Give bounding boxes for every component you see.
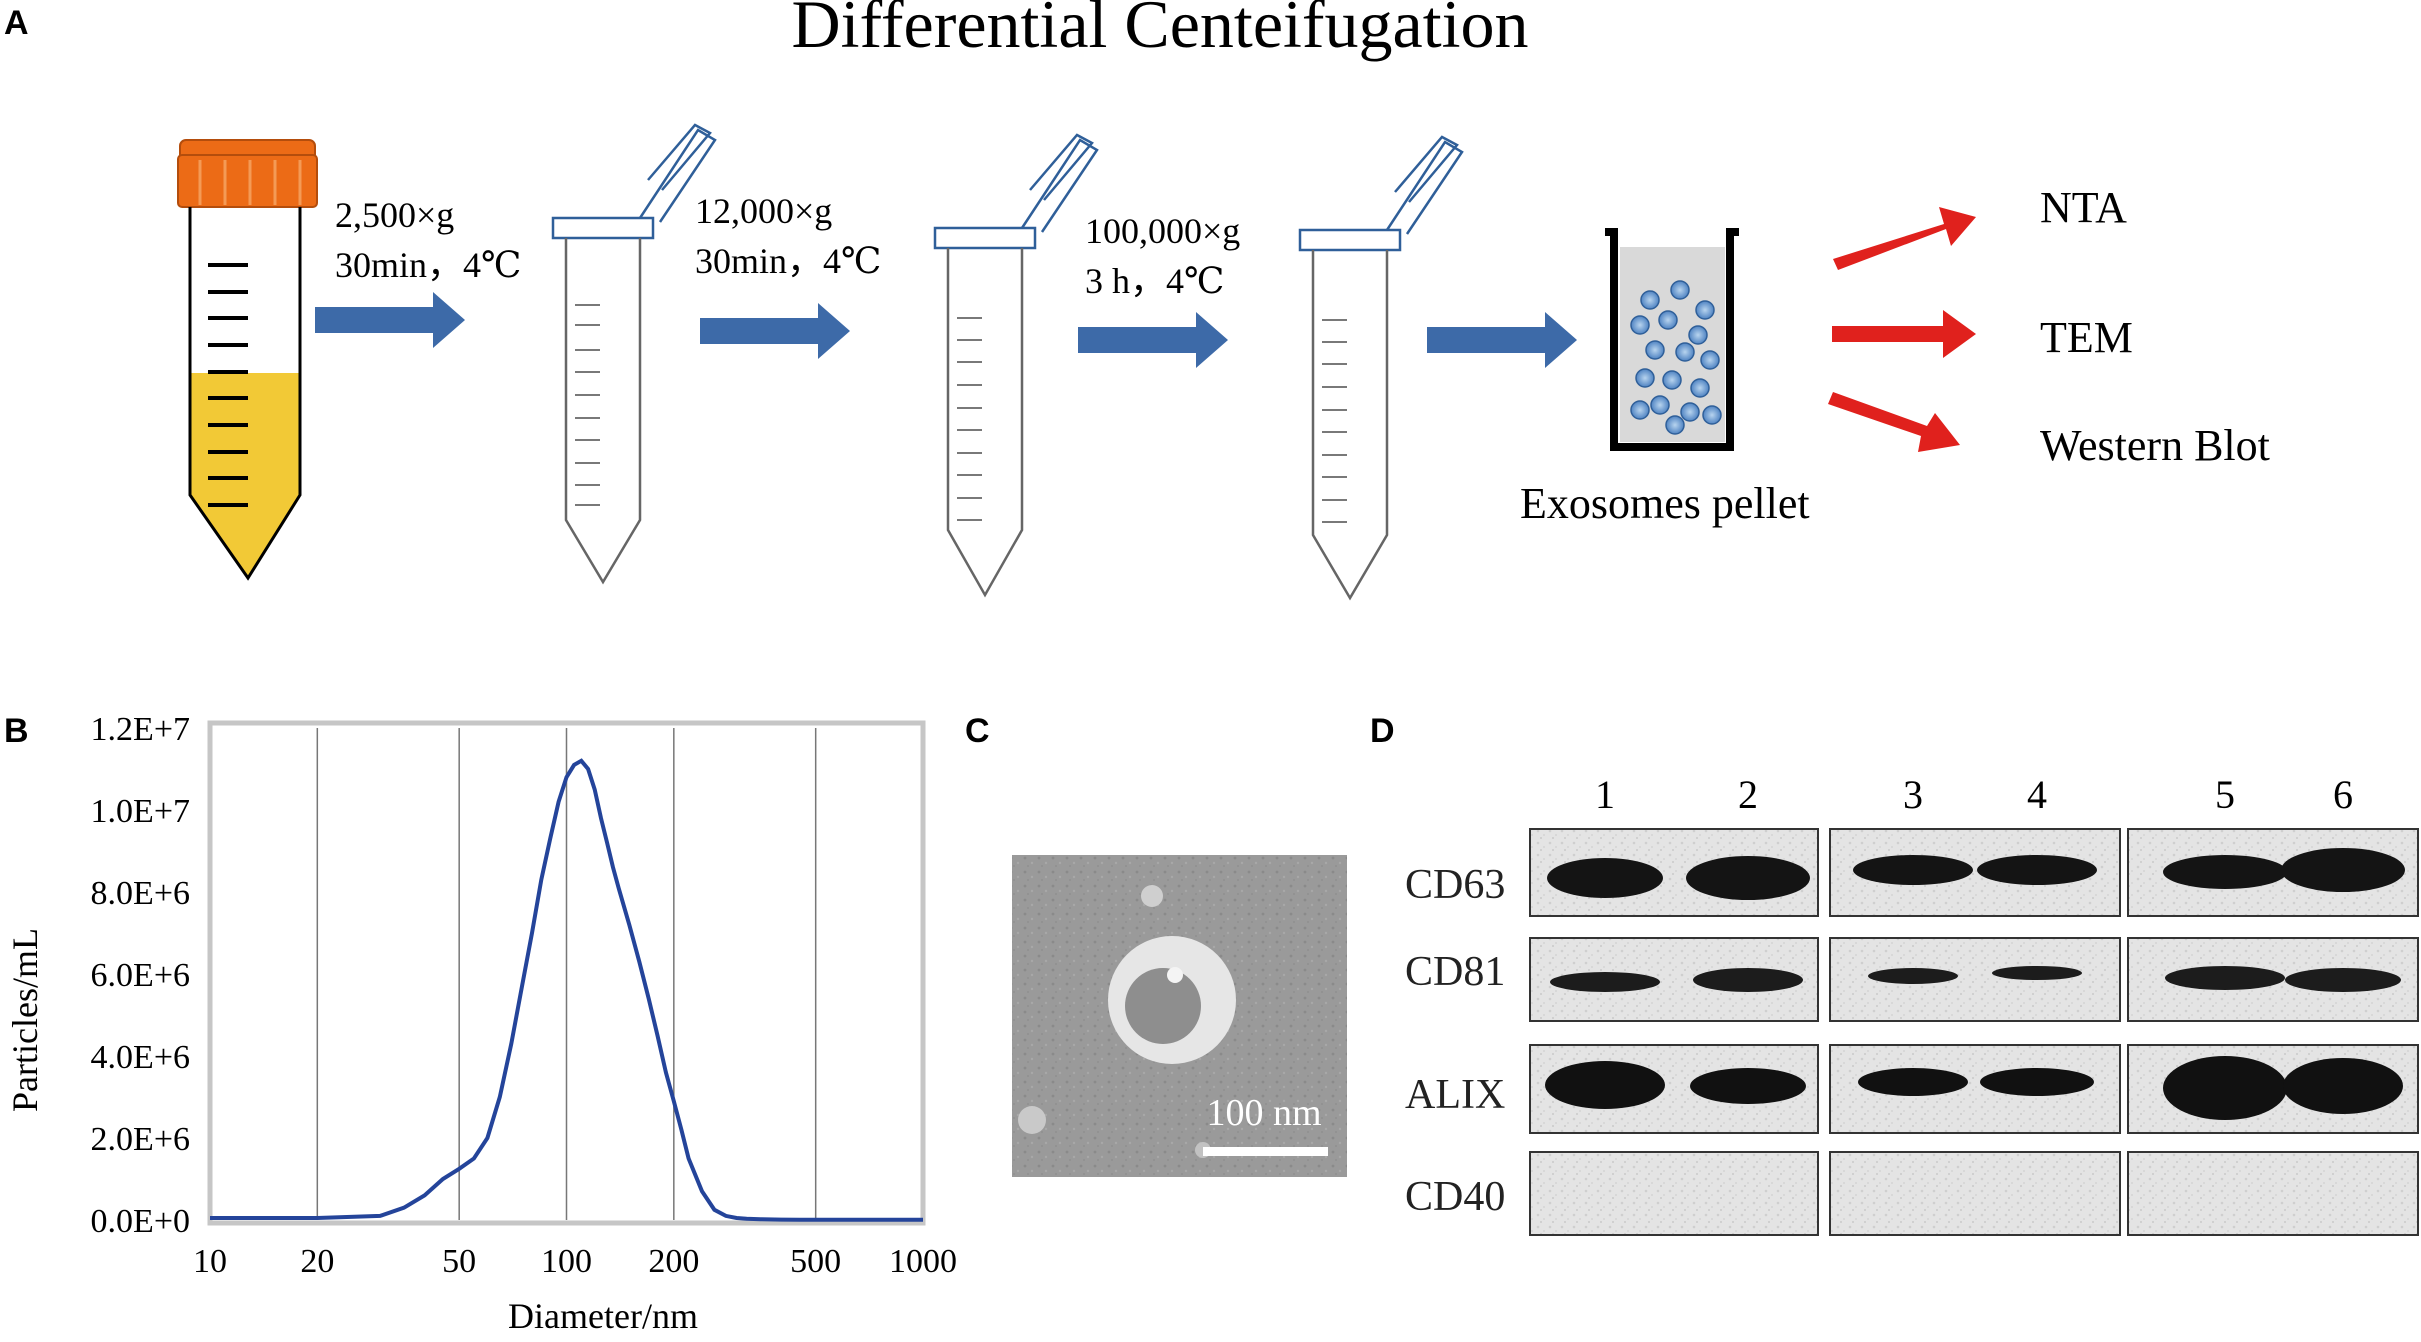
- band-cd63-lane-3: [1853, 855, 1973, 885]
- band-cd81-lane-3: [1868, 968, 1958, 984]
- scale-bar: [1203, 1147, 1328, 1156]
- band-cd81-lane-5: [2165, 966, 2285, 990]
- panel-c-letter: C: [965, 712, 990, 750]
- step-arrow-3-icon: [1078, 312, 1228, 368]
- micro-tube-2-icon: [933, 133, 1099, 598]
- chart-y-tick-label: 2.0E+6: [91, 1121, 190, 1158]
- chart-x-tick-label: 50: [442, 1243, 476, 1280]
- chart-y-ticks: 0.0E+0 2.0E+6 4.0E+6 6.0E+6 8.0E+6 1.0E+7 1.2E…: [91, 711, 190, 1240]
- band-alix-lane-3: [1858, 1068, 1968, 1096]
- band-cd63-lane-2: [1686, 856, 1810, 900]
- panel-b: B 0.0E+0 2.0E+6 4.0E+6 6.0E+6 8.0E+6 1.0E+7 1.…: [4, 711, 957, 1336]
- chart-series-line: [210, 758, 923, 1222]
- chart-x-tick-label: 200: [648, 1243, 699, 1280]
- band-cd81-lane-4: [1992, 966, 2082, 980]
- micro-tube-3-icon: [1298, 135, 1464, 601]
- protein-label-cd40: CD40: [1405, 1174, 1505, 1220]
- blot-row-cd40: [1529, 1151, 2419, 1236]
- chart-y-tick-label: 6.0E+6: [91, 957, 190, 994]
- exosome-tem-vesicle: [1018, 885, 1236, 1158]
- conical-tube-icon: [177, 139, 318, 581]
- panel-c: C 100 nm: [965, 712, 1347, 1177]
- red-arrow-nta-icon: [1833, 207, 1976, 270]
- protein-label-alix: ALIX: [1405, 1072, 1505, 1118]
- analysis-tem: TEM: [2040, 313, 2133, 362]
- band-cd81-lane-2: [1693, 968, 1803, 992]
- lane-label-2: 2: [1738, 772, 1758, 817]
- analysis-western-blot: Western Blot: [2040, 421, 2270, 470]
- chart-x-tick-label: 10: [193, 1243, 227, 1280]
- analysis-nta: NTA: [2040, 183, 2127, 232]
- chart-y-tick-label: 0.0E+0: [91, 1203, 190, 1240]
- step-3-conditions: 3 h，4℃: [1085, 261, 1224, 301]
- band-cd63-lane-5: [2163, 855, 2287, 889]
- chart-x-axis-label: Diameter/nm: [508, 1296, 698, 1336]
- lane-label-3: 3: [1903, 772, 1923, 817]
- chart-y-tick-label: 1.0E+7: [91, 793, 190, 830]
- pellet-beaker-icon: [1605, 228, 1739, 451]
- panel-d-letter: D: [1370, 712, 1395, 750]
- band-cd81-lane-1: [1550, 972, 1660, 992]
- step-1-speed: 2,500×g: [335, 195, 454, 235]
- step-2-speed: 12,000×g: [695, 191, 832, 231]
- chart-x-tick-label: 100: [541, 1243, 592, 1280]
- band-alix-lane-5: [2163, 1056, 2287, 1120]
- protein-label-cd63: CD63: [1405, 862, 1505, 908]
- lane-label-6: 6: [2333, 772, 2353, 817]
- chart-y-axis-label: Particles/mL: [5, 928, 45, 1112]
- chart-x-tick-label: 500: [790, 1243, 841, 1280]
- band-cd81-lane-6: [2285, 968, 2401, 992]
- band-alix-lane-1: [1545, 1061, 1665, 1109]
- band-alix-lane-6: [2283, 1058, 2403, 1114]
- pellet-label: Exosomes pellet: [1520, 479, 1810, 528]
- band-cd63-lane-6: [2281, 848, 2405, 892]
- band-cd63-lane-4: [1977, 855, 2097, 885]
- lane-label-4: 4: [2027, 772, 2047, 817]
- chart-y-tick-label: 8.0E+6: [91, 875, 190, 912]
- band-cd63-lane-1: [1547, 858, 1663, 898]
- red-arrow-tem-icon: [1832, 310, 1976, 358]
- step-arrow-2-icon: [700, 303, 850, 359]
- band-alix-lane-2: [1690, 1068, 1806, 1104]
- chart-x-tick-label: 1000: [889, 1243, 957, 1280]
- chart-x-ticks: 10 20 50 100 200 500 1000: [193, 1243, 957, 1280]
- panel-d: D 1 2 3 4 5 6 CD63 CD81 ALIX CD40: [1370, 712, 2419, 1236]
- panel-a-title: Differential Centeifugation: [791, 0, 1528, 62]
- blot-row-alix: [1529, 1044, 2419, 1134]
- chart-y-tick-label: 1.2E+7: [91, 711, 190, 748]
- micro-tube-1-icon: [551, 123, 717, 585]
- step-arrow-1-icon: [315, 292, 465, 348]
- panel-a: A Differential Centeifugation: [4, 0, 2270, 601]
- step-3-speed: 100,000×g: [1085, 211, 1240, 251]
- panel-a-letter: A: [4, 4, 29, 42]
- step-2-conditions: 30min，4℃: [695, 241, 881, 281]
- lane-label-1: 1: [1595, 772, 1615, 817]
- exosome-vesicles: [1630, 280, 1722, 435]
- panel-b-letter: B: [4, 712, 29, 750]
- chart-x-tick-label: 20: [300, 1243, 334, 1280]
- blot-row-cd63: [1529, 828, 2419, 917]
- band-alix-lane-4: [1980, 1068, 2094, 1096]
- scale-bar-label: 100 nm: [1206, 1092, 1321, 1134]
- blot-row-cd81: [1529, 937, 2419, 1022]
- red-arrow-wb-icon: [1828, 392, 1960, 452]
- lane-label-5: 5: [2215, 772, 2235, 817]
- step-1-conditions: 30min，4℃: [335, 245, 521, 285]
- protein-label-cd81: CD81: [1405, 949, 1505, 995]
- step-arrow-4-icon: [1427, 312, 1577, 368]
- chart-y-tick-label: 4.0E+6: [91, 1039, 190, 1076]
- chart-grid: [316, 728, 817, 1220]
